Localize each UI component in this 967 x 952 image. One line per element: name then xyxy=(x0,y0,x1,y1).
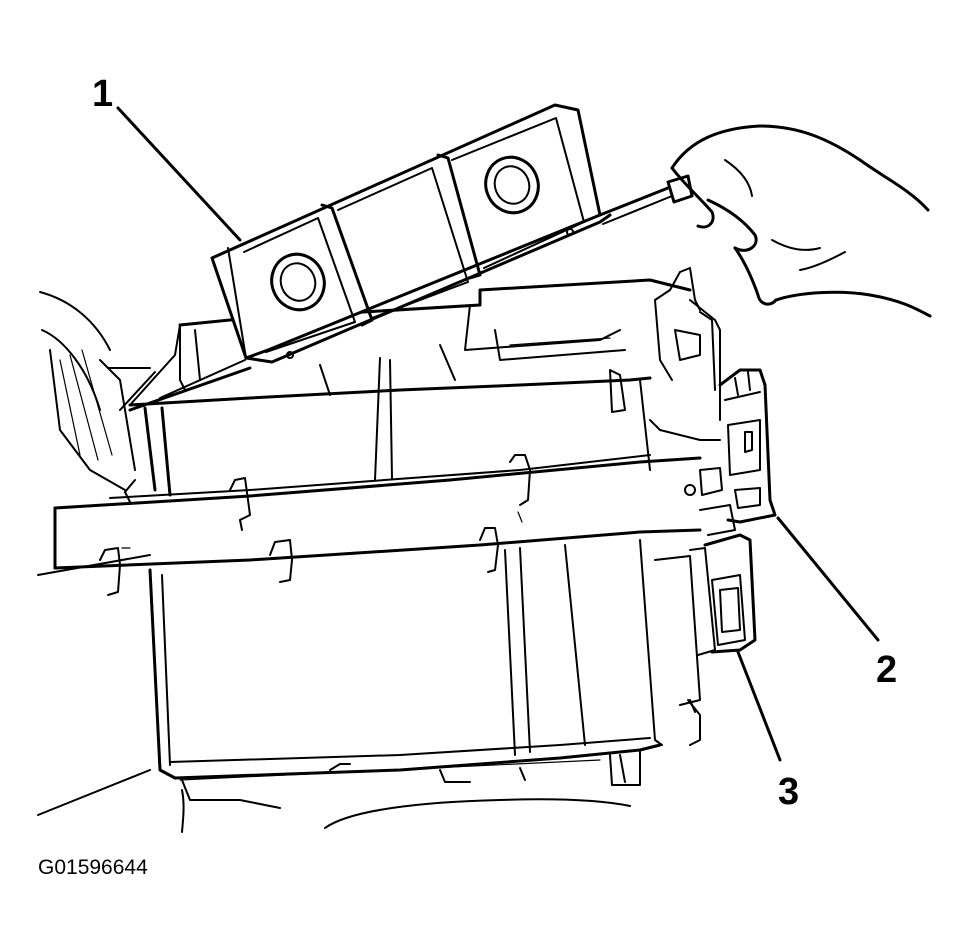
upper-housing xyxy=(119,267,721,497)
filter-door xyxy=(128,103,612,412)
tool-and-hand xyxy=(598,124,932,318)
lower-case xyxy=(148,539,701,786)
background-lines xyxy=(37,291,631,833)
figure-id: G01596644 xyxy=(38,856,148,879)
callout-2: 2 xyxy=(876,649,897,691)
leader-lines xyxy=(116,106,880,762)
actuator-upper xyxy=(684,368,777,536)
actuator-lower xyxy=(689,533,757,713)
middle-rail xyxy=(53,454,702,596)
leader-line-1 xyxy=(116,106,242,242)
leader-line-2 xyxy=(776,516,880,642)
callout-1: 1 xyxy=(92,73,113,115)
leader-line-3 xyxy=(736,650,782,762)
callout-3: 3 xyxy=(778,771,799,813)
